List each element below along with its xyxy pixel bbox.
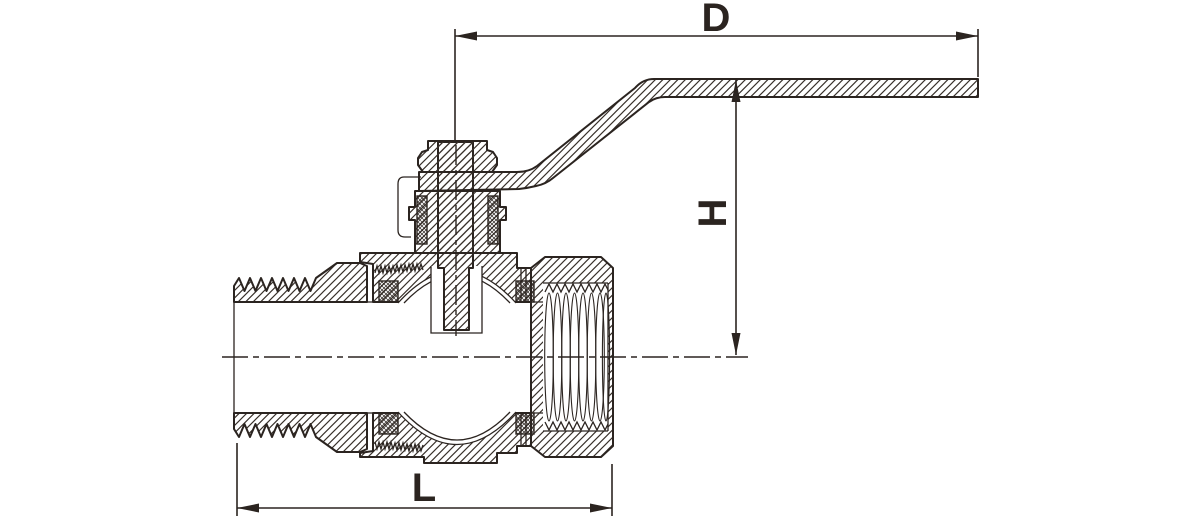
d-arrow-left [455,31,477,41]
dimension-l: L [236,443,613,516]
ball-bottom-arc [397,411,517,445]
body-joint-thread-bottom [374,439,424,454]
dimension-h: H [691,80,741,355]
d-label: D [702,0,731,40]
seat-bottom-left [378,412,399,435]
h-arrow-top [731,80,741,102]
female-thread-crest-top [544,282,609,294]
handle-lever [418,78,979,192]
l-arrow-left [237,503,259,513]
dimension-d: D [454,0,979,140]
h-label: H [691,199,735,228]
stem-packing-nut [417,140,498,173]
stop-bracket [397,176,421,238]
seat-top-left [378,280,399,303]
h-arrow-bottom [731,333,741,355]
ball-bottom-arc-inner [403,411,511,441]
l-arrow-right [590,503,612,513]
female-thread-crest-bottom [544,420,609,432]
l-label: L [412,466,436,510]
body-joint-thread-top [374,261,424,276]
body-nut-joint-faces [520,268,527,446]
packing-left [416,195,428,245]
d-arrow-right [956,31,978,41]
packing-right [487,195,499,245]
packing-gland [408,190,507,254]
